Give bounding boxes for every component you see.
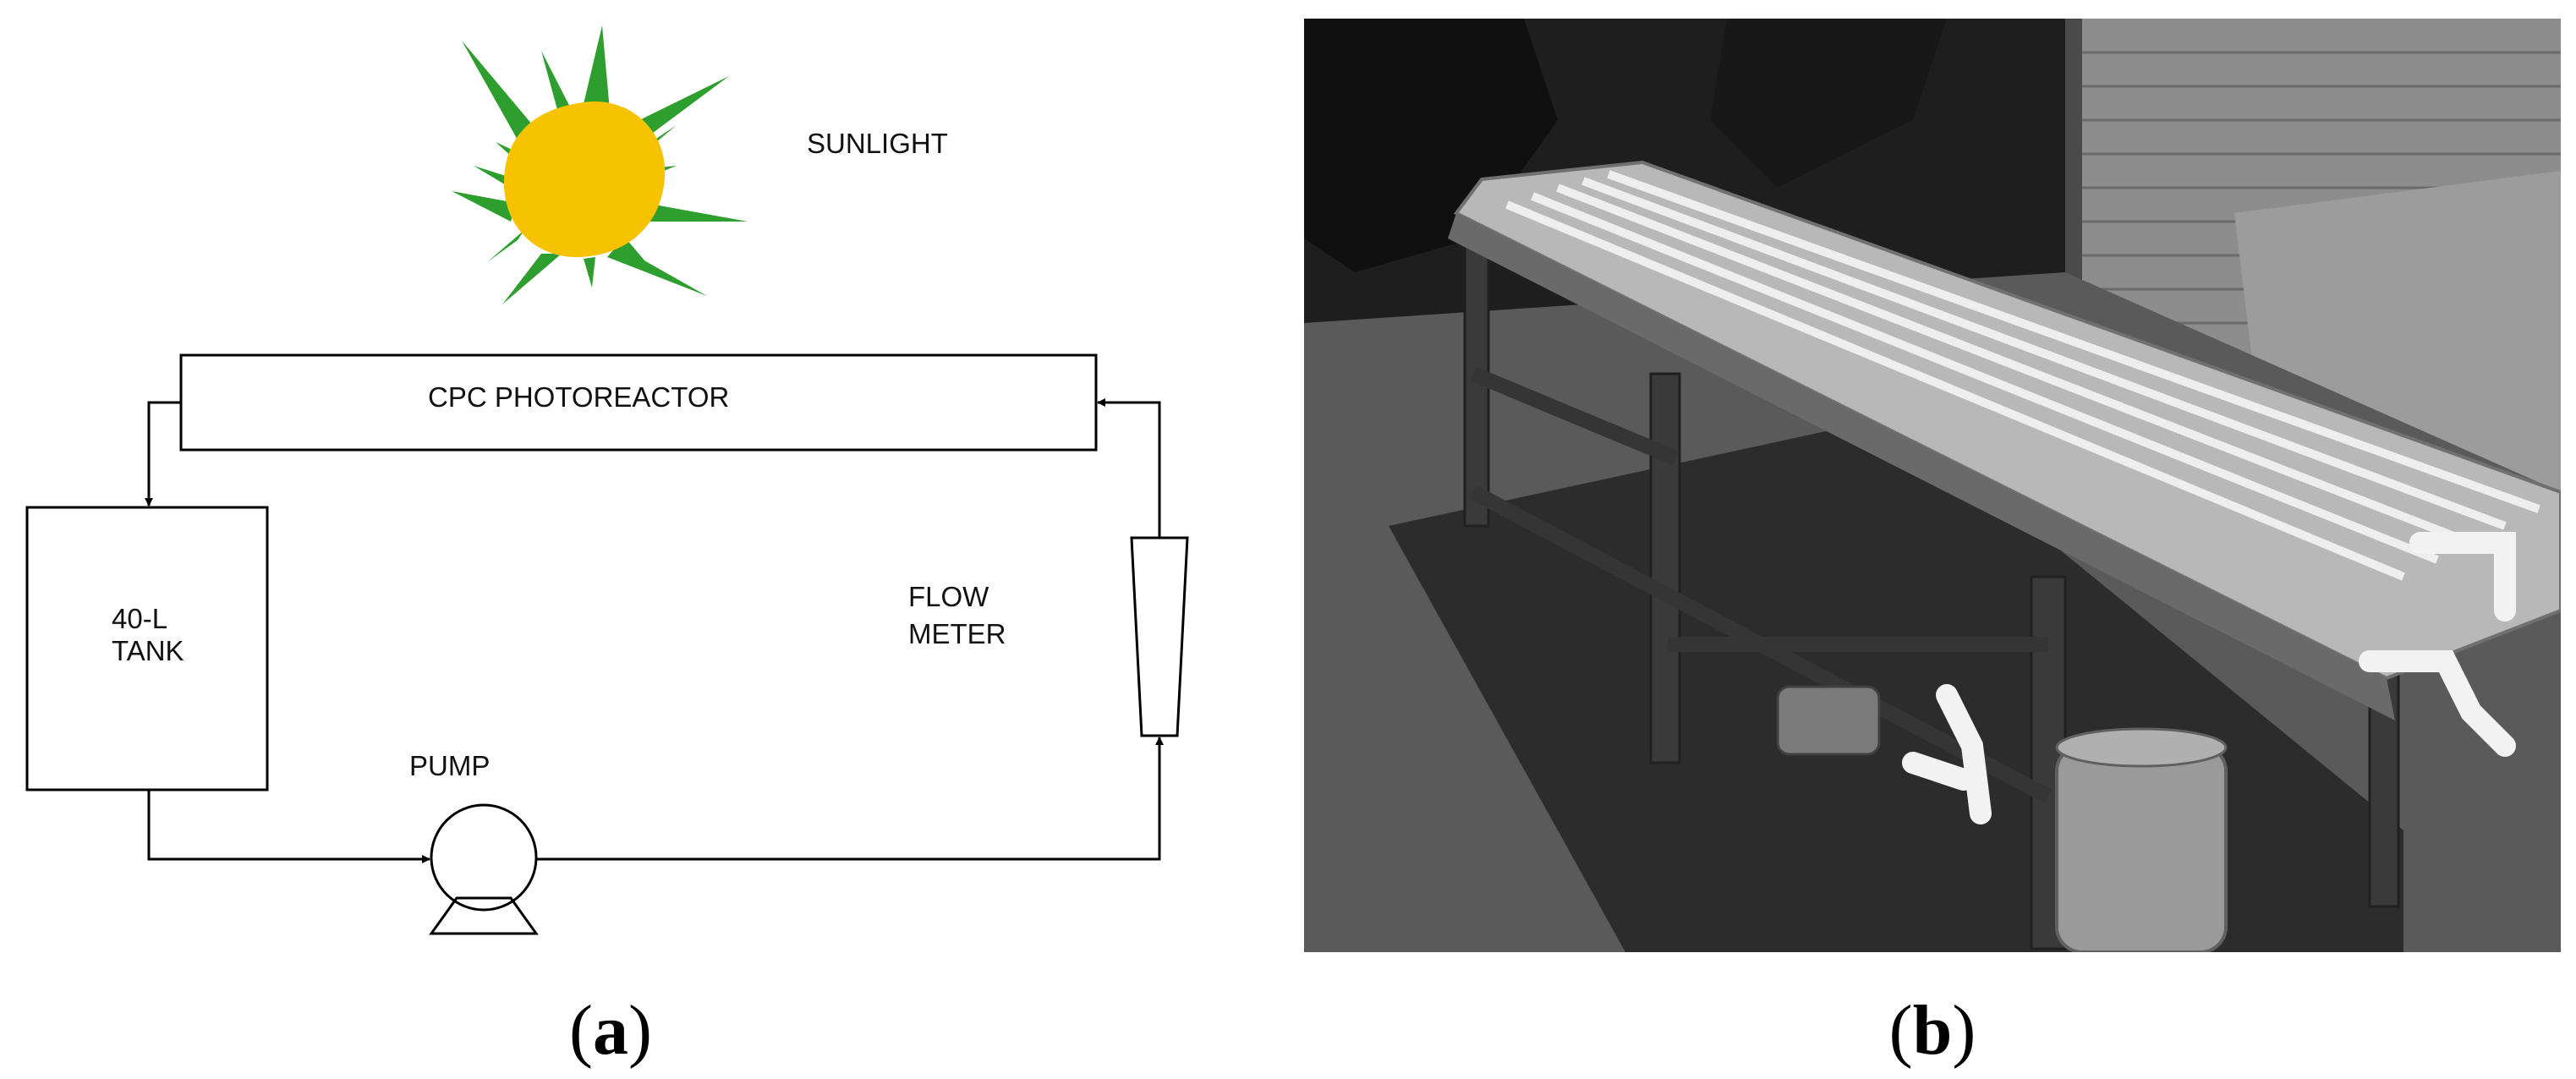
panel-b-caption: (b) [1888, 991, 1976, 1070]
flow-meter-label-line2: METER [908, 618, 1006, 649]
tank-label-line1: 40-L [112, 603, 168, 634]
pipe-pump-to-flowmeter [536, 737, 1164, 861]
flow-meter-label-line1: FLOW [908, 581, 989, 612]
pipe-tank-to-pump [147, 790, 430, 863]
flow-meter-icon [1130, 536, 1189, 737]
tank-label-line2: TANK [112, 635, 184, 666]
reactor-photograph [1304, 19, 2561, 952]
sunlight-label: SUNLIGHT [807, 128, 948, 159]
pipe-reactor-to-tank [145, 401, 181, 507]
tank-box [25, 506, 269, 791]
process-schematic [25, 25, 1189, 935]
pump-icon [429, 803, 539, 935]
photo-illustration [1304, 19, 2561, 952]
panel-a-caption: (a) [569, 991, 652, 1070]
pipe-flowmeter-to-reactor [1097, 398, 1161, 538]
pump-label: PUMP [409, 750, 491, 781]
sun-icon [452, 25, 748, 304]
photoreactor-label: CPC PHOTOREACTOR [428, 381, 730, 413]
